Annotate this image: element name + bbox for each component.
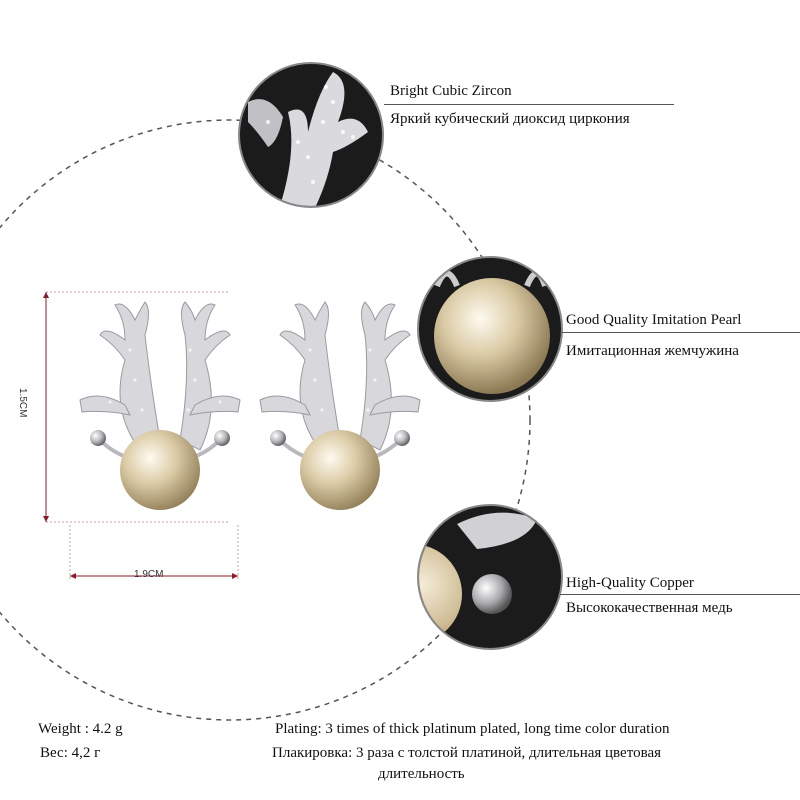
height-dimension: 1.5CM: [17, 388, 28, 418]
divider: [384, 104, 674, 105]
zircon-closeup: [238, 62, 384, 208]
plating-ru-line2: длительность: [378, 766, 465, 782]
weight-ru: Вес: 4,2 г: [40, 745, 101, 761]
feature-copper-ru: Высококачественная медь: [566, 600, 733, 616]
weight-en: Weight : 4.2 g: [38, 721, 123, 737]
earrings-illustration: [79, 301, 421, 510]
feature-pearl-en: Good Quality Imitation Pearl: [566, 312, 742, 328]
feature-pearl-ru: Имитационная жемчужина: [566, 343, 739, 359]
feature-zircon-en: Bright Cubic Zircon: [390, 83, 512, 99]
plating-ru-line1: Плакировка: 3 раза с толстой платиной, д…: [272, 745, 662, 761]
feature-copper-en: High-Quality Copper: [566, 575, 694, 591]
pearl-closeup: [417, 256, 563, 402]
feature-zircon-ru: Яркий кубический диоксид циркония: [390, 111, 630, 127]
copper-closeup: [417, 504, 563, 650]
divider: [560, 594, 800, 595]
divider: [560, 332, 800, 333]
width-dimension: 1.9CM: [134, 569, 164, 580]
plating-en: Plating: 3 times of thick platinum plate…: [275, 721, 670, 737]
dimension-lines: [43, 291, 239, 580]
